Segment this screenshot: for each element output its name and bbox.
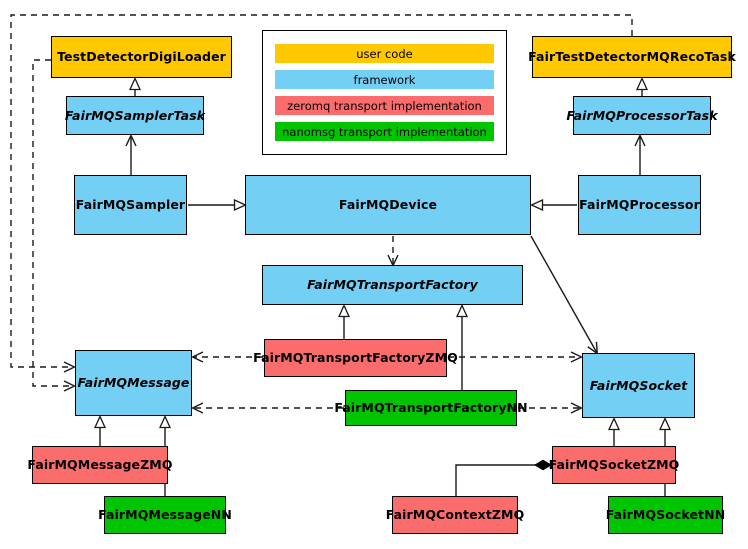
class-label: FairMQSocketZMQ	[548, 457, 680, 473]
class-label: FairMQProcessorTask	[566, 107, 718, 123]
class-node-fairmqsampler[interactable]: FairMQSampler	[74, 175, 187, 235]
class-label: FairMQDevice	[338, 197, 438, 213]
class-node-fairmqsamplertask[interactable]: FairMQSamplerTask	[64, 96, 206, 135]
class-label: FairMQMessage	[77, 375, 190, 391]
class-node-testdetectordigiloader[interactable]: TestDetectorDigiLoader	[51, 36, 232, 78]
class-label: FairMQSampler	[75, 197, 186, 213]
class-label: FairMQSocketNN	[605, 507, 726, 523]
class-node-fairmqsocketnn[interactable]: FairMQSocketNN	[605, 496, 726, 534]
class-node-fairmqtransportfactorynn[interactable]: FairMQTransportFactoryNN	[334, 390, 528, 426]
class-node-fairmqsocketzmq[interactable]: FairMQSocketZMQ	[549, 446, 679, 484]
class-node-fairmqtransportfactory[interactable]: FairMQTransportFactory	[262, 265, 523, 305]
class-node-fairmqmessagezmq[interactable]: FairMQMessageZMQ	[27, 446, 172, 484]
class-label: FairMQTransportFactory	[307, 277, 478, 293]
legend-item-framework: framework	[275, 70, 494, 89]
class-label: TestDetectorDigiLoader	[57, 49, 226, 65]
class-node-fairmqprocessortask[interactable]: FairMQProcessorTask	[566, 96, 718, 135]
legend-label-framework: framework	[353, 72, 416, 87]
class-label: FairMQSamplerTask	[64, 107, 206, 123]
class-label: FairMQMessageZMQ	[27, 457, 173, 473]
class-node-fairmqmessagenn[interactable]: FairMQMessageNN	[98, 496, 232, 534]
class-label: FairTestDetectorMQRecoTask	[528, 49, 736, 65]
class-node-fairmqmessage[interactable]: FairMQMessage	[75, 350, 192, 416]
class-node-fairmqsocket[interactable]: FairMQSocket	[582, 353, 695, 418]
legend-item-zeromq: zeromq transport implementation	[275, 96, 494, 115]
legend-item-user-code: user code	[275, 44, 494, 63]
legend-label-user-code: user code	[356, 46, 413, 61]
legend-label-zeromq: zeromq transport implementation	[287, 98, 482, 113]
class-node-fairmqdevice[interactable]: FairMQDevice	[245, 175, 531, 235]
class-node-fairmqtransportfactoryzmq[interactable]: FairMQTransportFactoryZMQ	[253, 339, 458, 377]
class-label: FairMQTransportFactoryZMQ	[253, 350, 458, 366]
class-label: FairMQMessageNN	[98, 507, 232, 523]
class-label: FairMQSocket	[589, 377, 688, 393]
class-label: FairMQContextZMQ	[385, 507, 525, 523]
class-node-fairtestdetectormqrecotask[interactable]: FairTestDetectorMQRecoTask	[528, 36, 736, 78]
class-label: FairMQTransportFactoryNN	[334, 400, 528, 416]
edge-device-to-socket	[530, 235, 597, 353]
class-node-fairmqcontextzmq[interactable]: FairMQContextZMQ	[386, 496, 524, 534]
class-label: FairMQProcessor	[579, 197, 700, 213]
legend-item-nanomsg: nanomsg transport implementation	[275, 122, 494, 141]
legend-label-nanomsg: nanomsg transport implementation	[282, 124, 487, 139]
legend-box: user code framework zeromq transport imp…	[262, 30, 507, 155]
class-node-fairmqprocessor[interactable]: FairMQProcessor	[578, 175, 701, 235]
edge-socketzmq-composition-contextzmq	[455, 459, 552, 496]
